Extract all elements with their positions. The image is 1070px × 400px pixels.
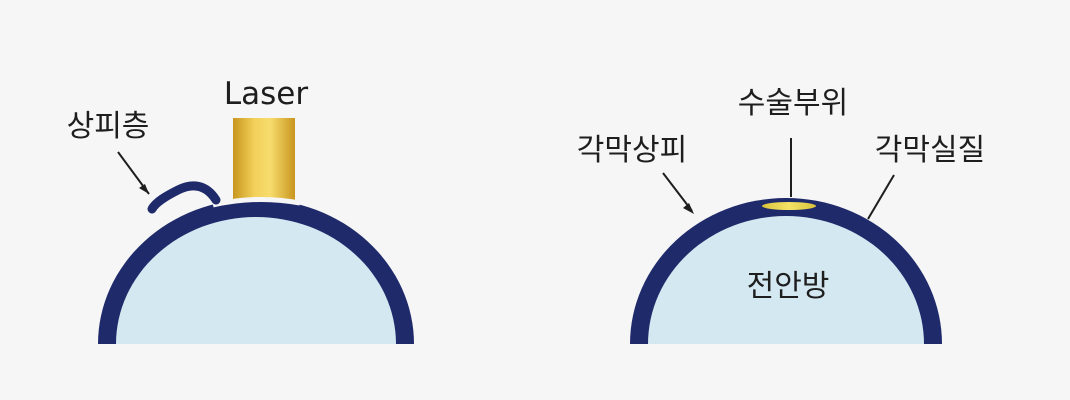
anterior-chamber-label: 전안방 [747,269,830,304]
right-chamber [648,216,924,344]
corneal-stroma-label: 각막실질 [875,133,985,168]
laser-beam [233,118,295,206]
laser-label: Laser [224,76,308,112]
epithelium-label: 상피층 [67,109,150,144]
corneal-epithelium-label: 각막상피 [577,133,687,168]
surgery-site-spot [762,202,816,210]
right-panel: 수술부위 각막상피 각막실질 전안방 [577,86,985,344]
epithelium-removed-gap [212,196,301,208]
corneal-epithelium-pointer-head [683,203,694,214]
left-panel: Laser 상피층 [67,76,414,344]
surgery-site-label: 수술부위 [738,86,848,121]
epithelium-pointer-head [139,184,149,194]
peeled-epithelium-flap [147,181,221,214]
left-chamber [116,217,396,344]
corneal-stroma-pointer [867,174,895,220]
